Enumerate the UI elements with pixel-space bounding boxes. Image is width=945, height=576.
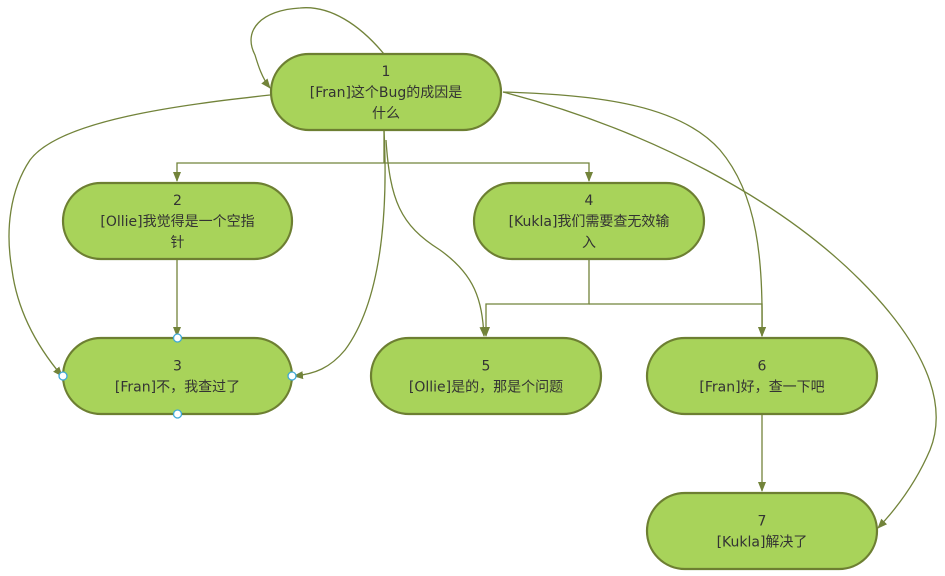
selection-handles <box>58 333 297 419</box>
node-6-label-line-1: [Fran]好，查一下吧 <box>699 380 824 396</box>
node-4-shape[interactable] <box>472 181 706 261</box>
node-1-label-line-2: 什么 <box>372 106 400 122</box>
node-5[interactable]: 5 [Ollie]是的，那是个问题 <box>369 336 603 416</box>
node-1-label-line-1: [Fran]这个Bug的成因是 <box>310 84 463 101</box>
node-5-shape[interactable] <box>369 336 603 416</box>
node-3-shape[interactable] <box>61 336 294 416</box>
edge-4-to-6[interactable] <box>589 303 766 337</box>
node-7-label-line-1: [Kukla]解决了 <box>717 535 808 551</box>
edge-4-to-5[interactable] <box>482 259 590 337</box>
node-4-number: 4 <box>585 193 594 209</box>
handle-right[interactable] <box>287 371 297 381</box>
node-5-number: 5 <box>482 359 491 375</box>
edge-1-to-3-right[interactable] <box>293 129 386 380</box>
node-7-number: 7 <box>758 514 767 530</box>
node-5-label-line-1: [Ollie]是的，那是个问题 <box>409 380 563 396</box>
node-4-label-line-2: 入 <box>582 235 596 251</box>
handle-top[interactable] <box>172 333 183 343</box>
node-6-number: 6 <box>758 359 767 375</box>
node-3-label-line-1: [Fran]不，我查过了 <box>115 380 240 396</box>
edge-1-to-6[interactable] <box>502 91 767 337</box>
node-2-label-line-2: 针 <box>171 235 185 251</box>
edge-1-to-2[interactable] <box>173 130 385 182</box>
edge-1-to-3[interactable] <box>8 94 271 377</box>
edge-1-to-4[interactable] <box>384 162 593 182</box>
edges-layer <box>8 7 937 529</box>
node-7[interactable]: 7 [Kukla]解决了 <box>645 491 879 571</box>
edge-1-to-7[interactable] <box>502 91 937 529</box>
node-2-shape[interactable] <box>61 181 294 261</box>
node-2-label-line-1: [Ollie]我觉得是一个空指 <box>100 213 254 230</box>
edge-1-to-1[interactable] <box>250 7 385 89</box>
node-1-number: 1 <box>382 64 391 80</box>
node-6[interactable]: 6 [Fran]好，查一下吧 <box>645 336 879 416</box>
node-1-shape[interactable] <box>269 52 503 132</box>
node-4-label-line-1: [Kukla]我们需要查无效输 <box>509 214 670 230</box>
edge-1-to-5[interactable] <box>385 139 488 337</box>
node-6-shape[interactable] <box>645 336 879 416</box>
node-7-shape[interactable] <box>645 491 879 571</box>
node-3-number: 3 <box>173 359 182 375</box>
handle-bottom[interactable] <box>172 409 183 419</box>
node-3[interactable]: 3 [Fran]不，我查过了 <box>61 336 294 416</box>
node-2-number: 2 <box>173 193 182 209</box>
handle-left[interactable] <box>58 371 68 381</box>
